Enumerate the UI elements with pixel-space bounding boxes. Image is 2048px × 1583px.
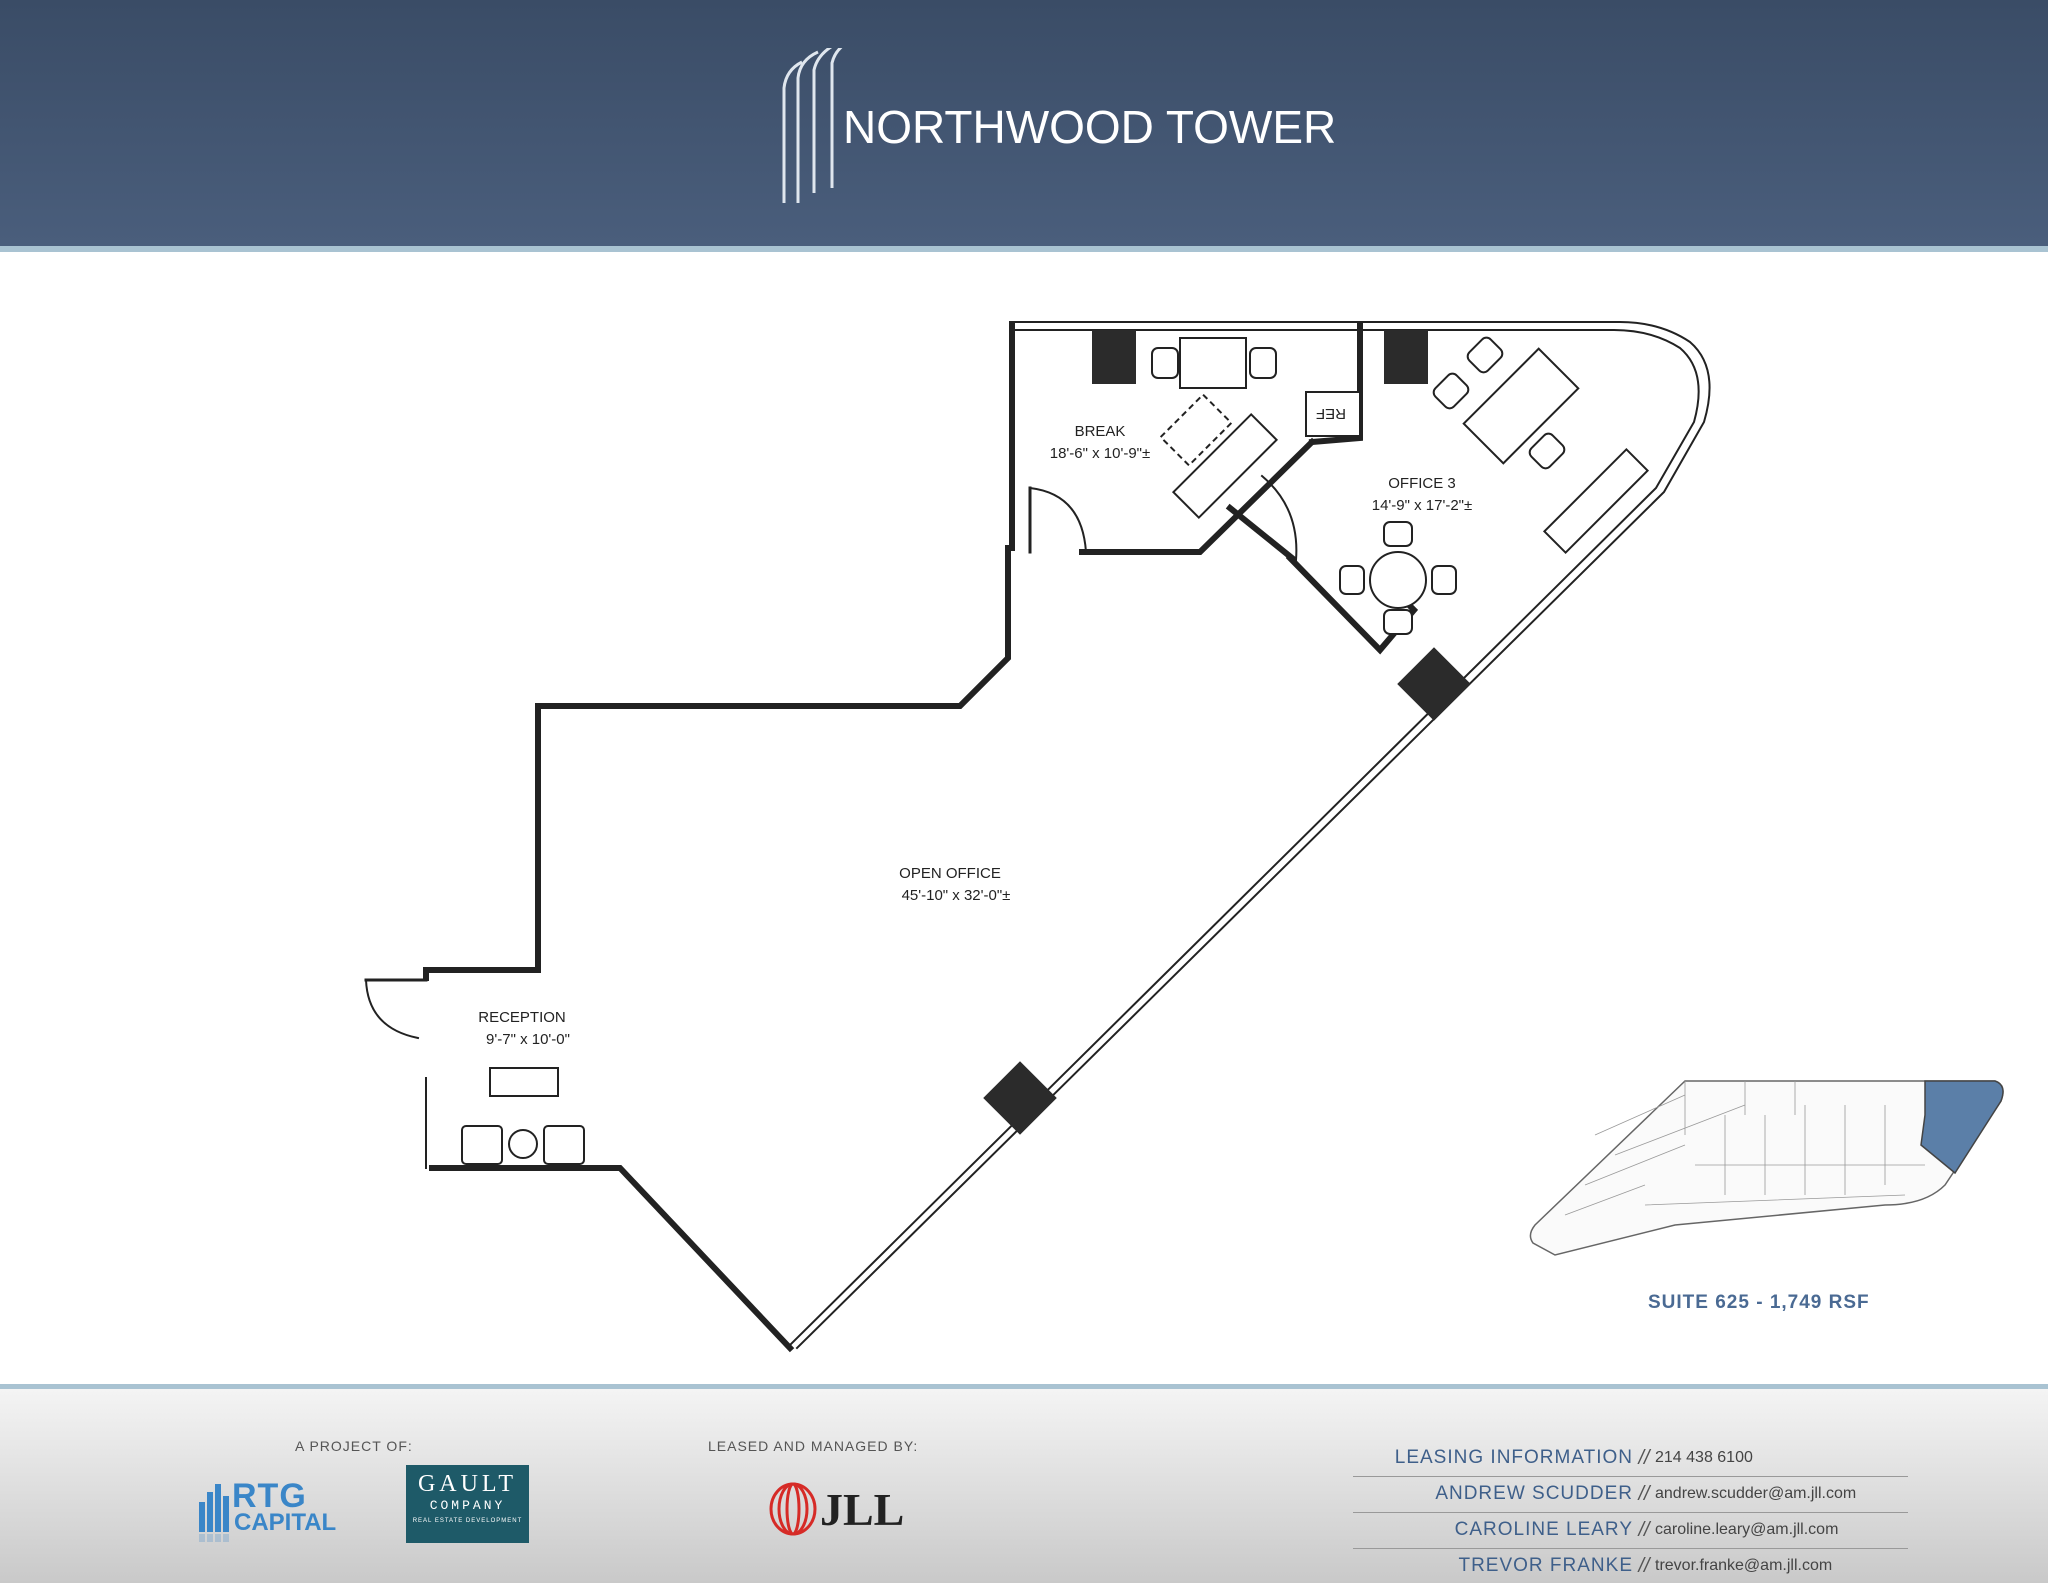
exterior-window-wall <box>795 321 1711 1350</box>
round-table <box>1369 551 1427 609</box>
email-link[interactable]: andrew.scudder@am.jll.com <box>1655 1485 1857 1502</box>
fridge-label: REF <box>1316 405 1346 422</box>
jll-logo-icon <box>769 1482 817 1536</box>
email-link[interactable]: caroline.leary@am.jll.com <box>1655 1521 1839 1538</box>
office-credenza <box>1542 447 1650 555</box>
footer: A PROJECT OF: LEASED AND MANAGED BY: RTG… <box>0 1384 2048 1583</box>
leased-heading: LEASED AND MANAGED BY: <box>708 1438 919 1454</box>
contact-row-leasing: LEASING INFORMATION // 214 438 6100 <box>1353 1441 1908 1475</box>
exterior-window-wall-inner <box>788 329 1700 1347</box>
chair <box>1466 336 1504 374</box>
key-plan-suite-highlight <box>1920 1080 2004 1175</box>
lounge-chair <box>543 1125 585 1165</box>
rtg-logo-text: RTG <box>232 1477 307 1515</box>
contact-name: CAROLINE LEARY <box>1454 1519 1633 1540</box>
divider <box>1353 1512 1908 1513</box>
side-table <box>508 1129 538 1159</box>
chair <box>1528 432 1566 470</box>
office-desk <box>1462 347 1580 465</box>
contact-row-trevor: TREVOR FRANKE // trevor.franke@am.jll.co… <box>1353 1549 1908 1583</box>
partition-wall-break <box>1079 437 1317 555</box>
header-banner: NORTHWOOD TOWER <box>0 0 2048 252</box>
gault-logo-tagline: REAL ESTATE DEVELOPMENT <box>412 1518 523 1524</box>
page-title: NORTHWOOD TOWER <box>843 101 1337 153</box>
room-dims-open-office: 45'-10" x 32'-0"± <box>902 887 1011 904</box>
divider <box>1353 1476 1908 1477</box>
partition-wall <box>423 323 1015 973</box>
tower-logo-icon <box>782 48 843 203</box>
room-dims-break: 18'-6" x 10'-9"± <box>1050 445 1151 462</box>
room-name-break: BREAK <box>1075 423 1126 440</box>
lounge-chair <box>461 1125 503 1165</box>
gault-logo-text: GAULT <box>417 1471 518 1497</box>
rtg-skyline-icon <box>199 1484 229 1542</box>
chair <box>1432 372 1470 410</box>
contact-row-caroline: CAROLINE LEARY // caroline.leary@am.jll.… <box>1353 1513 1908 1547</box>
office-door-swing <box>1260 474 1298 562</box>
chair <box>1339 565 1365 595</box>
chair <box>1383 609 1413 635</box>
chair <box>1383 521 1413 547</box>
break-table <box>1179 337 1247 389</box>
contact-separator: // <box>1638 1518 1650 1541</box>
chair <box>1249 347 1277 379</box>
contact-row-andrew: ANDREW SCUDDER // andrew.scudder@am.jll.… <box>1353 1477 1908 1511</box>
contact-separator: // <box>1638 1446 1650 1469</box>
chair <box>1151 347 1179 379</box>
email-link[interactable]: trevor.franke@am.jll.com <box>1655 1557 1833 1574</box>
counter <box>1171 412 1279 520</box>
counter-dashed <box>1159 393 1233 467</box>
column <box>1397 647 1471 721</box>
partition-wall-office-entry <box>1225 503 1297 563</box>
gault-company-logo: GAULT COMPANY REAL ESTATE DEVELOPMENT <box>406 1465 529 1543</box>
column <box>983 1061 1057 1135</box>
rtg-logo-subtext: CAPITAL <box>234 1509 337 1536</box>
contact-name: TREVOR FRANKE <box>1458 1555 1633 1576</box>
contact-separator: // <box>1638 1482 1650 1505</box>
contact-name: LEASING INFORMATION <box>1394 1447 1633 1468</box>
fridge <box>1305 391 1361 437</box>
partition-wall-reception <box>423 967 795 1353</box>
chair <box>1431 565 1457 595</box>
room-dims-office-3: 14'-9" x 17'-2"± <box>1372 497 1473 514</box>
break-door-swing <box>1028 486 1088 554</box>
partition-wall-break-divider <box>1308 323 1363 446</box>
project-heading: A PROJECT OF: <box>295 1438 413 1454</box>
gault-logo-subtext: COMPANY <box>429 1498 506 1513</box>
column <box>1384 330 1428 384</box>
reception-desk <box>489 1067 559 1097</box>
jll-logo-text: JLL <box>820 1484 905 1535</box>
contact-name: ANDREW SCUDDER <box>1435 1483 1633 1504</box>
suite-label: SUITE 625 - 1,749 RSF <box>1648 1292 1870 1313</box>
room-name-open-office: OPEN OFFICE <box>899 865 1001 882</box>
column <box>1092 330 1136 384</box>
phone-number[interactable]: 214 438 6100 <box>1655 1449 1753 1466</box>
floor-plan: REF BREAK 18'-6" x 10'-9"± OFFICE 3 14'-… <box>364 321 1711 1353</box>
room-name-office-3: OFFICE 3 <box>1388 475 1456 492</box>
room-dims-reception: 9'-7" x 10'-0" <box>486 1031 570 1048</box>
room-name-reception: RECEPTION <box>478 1009 566 1026</box>
key-plan-diagram <box>1529 1080 2004 1256</box>
contact-separator: // <box>1638 1554 1650 1577</box>
divider <box>1353 1548 1908 1549</box>
reception-door-swing <box>364 978 420 1040</box>
